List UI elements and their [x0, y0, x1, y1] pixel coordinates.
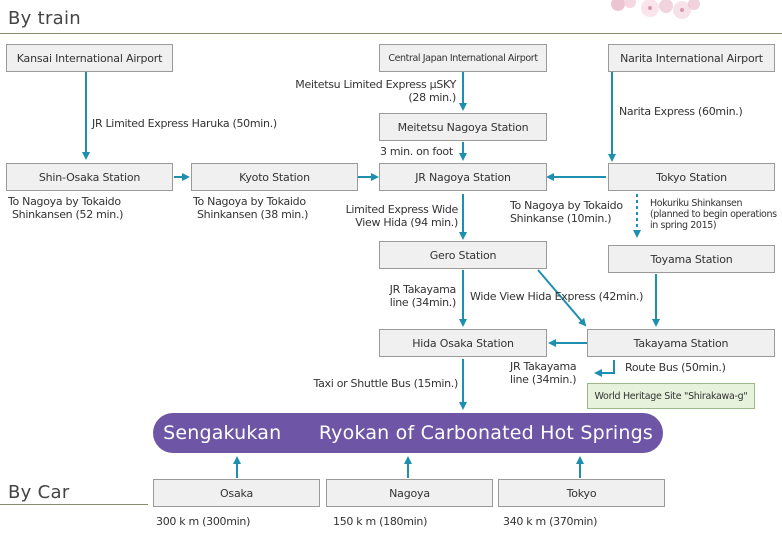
kyoto-route-line1: To Nagoya by Tokaido — [193, 195, 306, 208]
meitetsu-sky-line2: (28 min.) — [408, 91, 456, 104]
takayama-line-line2: line (34min.) — [389, 296, 457, 309]
takayama-line-line1: JR Takayama — [389, 283, 457, 296]
nagoya-car-box: Nagoya — [326, 479, 493, 507]
takayama-box: Takayama Station — [587, 329, 775, 357]
hokuriku-label: Hokuriku Shinkansen (planned to begin op… — [650, 198, 777, 231]
takayama-line-b-line2: line (34min.) — [510, 373, 577, 386]
by-car-heading: By Car — [8, 482, 70, 503]
route-bus-label: Route Bus (50min.) — [625, 361, 726, 374]
by-train-heading: By train — [8, 8, 82, 29]
tokyo-route-label: To Nagoya by Tokaido Shinkanse (10min.) — [510, 199, 623, 225]
kyoto-route-line2: Shinkansen (38 min.) — [197, 208, 309, 221]
wide-view-hida-label: Limited Express Wide View Hida (94 min.) — [300, 203, 459, 229]
takayama-line-b-label: JR Takayama line (34min.) — [510, 360, 577, 386]
wide-view-hida-line2: View Hida (94 min.) — [355, 216, 458, 229]
by-car-rule — [0, 504, 148, 505]
gero-box: Gero Station — [379, 241, 547, 269]
kyoto-box: Kyoto Station — [191, 163, 358, 191]
kyoto-route-label: To Nagoya by Tokaido Shinkansen (38 min.… — [193, 195, 308, 221]
distance-tokyo: 340 k m (370min) — [503, 515, 598, 528]
takayama-line-b-line1: JR Takayama — [510, 360, 577, 373]
banner-desc: Ryokan of Carbonated Hot Springs — [318, 422, 653, 444]
cherry-blossom-decoration-icon — [611, 0, 700, 19]
distance-osaka: 300 k m (300min) — [156, 515, 251, 528]
narita-express-label: Narita Express (60min.) — [619, 105, 743, 118]
wide-view-hida-line1: Limited Express Wide — [345, 203, 459, 216]
haruka-label: JR Limited Express Haruka (50min.) — [92, 117, 277, 130]
hokuriku-line2: (planned to begin operations — [650, 209, 777, 220]
arrow-gero-to-takayama — [537, 269, 587, 327]
distance-nagoya: 150 k m (180min) — [333, 515, 428, 528]
banner-name: Sengakukan — [163, 422, 282, 444]
shin-osaka-route-label: To Nagoya by Tokaido Shinkansen (52 min.… — [8, 195, 123, 221]
osaka-car-box: Osaka — [153, 479, 320, 507]
shin-osaka-route-line2: Shinkansen (52 min.) — [12, 208, 124, 221]
central-japan-airport-box: Central Japan International Airport — [379, 44, 547, 72]
tokyo-route-line1: To Nagoya by Tokaido — [510, 199, 623, 212]
meitetsu-sky-line1: Meitetsu Limited Express μSKY — [295, 78, 456, 91]
narita-airport-box: Narita International Airport — [608, 44, 775, 72]
world-heritage-box: World Heritage Site "Shirakawa-g" — [587, 383, 755, 409]
tokyo-car-box: Tokyo — [498, 479, 665, 507]
hida-osaka-box: Hida Osaka Station — [379, 329, 547, 357]
jr-nagoya-box: JR Nagoya Station — [379, 163, 547, 191]
shin-osaka-route-line1: To Nagoya by Tokaido — [8, 195, 121, 208]
shin-osaka-box: Shin-Osaka Station — [6, 163, 173, 191]
wide-view-express-label: Wide View Hida Express (42min.) — [470, 290, 644, 303]
hokuriku-line3: in spring 2015) — [650, 220, 717, 231]
arrow-takayama-to-heritage — [594, 360, 615, 377]
toyama-box: Toyama Station — [608, 245, 775, 273]
meitetsu-nagoya-box: Meitetsu Nagoya Station — [379, 113, 547, 141]
taxi-label: Taxi or Shuttle Bus (15min.) — [313, 377, 459, 390]
hokuriku-line1: Hokuriku Shinkansen — [650, 198, 743, 209]
tokyo-route-line2: Shinkanse (10min.) — [510, 212, 612, 225]
kansai-airport-box: Kansai International Airport — [6, 44, 173, 72]
sengakukan-banner: Sengakukan Ryokan of Carbonated Hot Spri… — [153, 413, 663, 453]
tokyo-station-box: Tokyo Station — [608, 163, 775, 191]
takayama-line-label: JR Takayama line (34min.) — [370, 283, 457, 309]
by-train-rule — [0, 33, 782, 34]
meitetsu-sky-label: Meitetsu Limited Express μSKY (28 min.) — [270, 78, 456, 104]
on-foot-label: 3 min. on foot — [380, 145, 453, 158]
